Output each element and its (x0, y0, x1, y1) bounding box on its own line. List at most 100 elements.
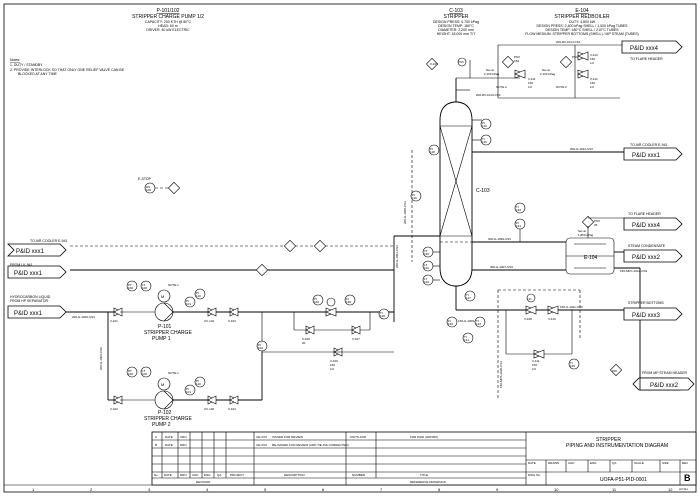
svg-text:PSV: PSV (514, 55, 520, 59)
svg-text:V-106: V-106 (302, 337, 310, 341)
svg-text:SIZE: SIZE (662, 461, 669, 465)
svg-text:REVISION: REVISION (196, 480, 210, 484)
offpage-xxx2-bottom[interactable] (639, 377, 695, 391)
svg-text:100: 100 (128, 286, 133, 290)
left-overhead-line: TO AIR COOLER E-941 P&ID xxx1 (7, 239, 394, 257)
svg-text:REFERENCE DRAWINGS: REFERENCE DRAWINGS (410, 480, 446, 484)
svg-text:RE-ISSUED FOR REVIEW (ADD TIE-: RE-ISSUED FOR REVIEW (ADD TIE-INS CORREC… (272, 443, 349, 447)
svg-text:PSV: PSV (594, 219, 600, 223)
svg-text:110: 110 (482, 124, 487, 128)
svg-text:Set at: Set at (578, 229, 586, 233)
svg-text:NOTE 1: NOTE 1 (168, 283, 179, 287)
svg-text:10: 10 (554, 487, 559, 492)
svg-text:FLOW MEDIUM: STRIPPER BOTTOMS: FLOW MEDIUM: STRIPPER BOTTOMS (SHELL) / … (525, 32, 638, 36)
svg-text:100: 100 (146, 188, 151, 192)
svg-text:STRIPPER CHARGE PUMP 1/2: STRIPPER CHARGE PUMP 1/2 (132, 14, 204, 20)
column-instruments-left: PI 116 200-G-1008-CS3 PI 118 TT 119 LT 1… (403, 144, 440, 286)
svg-text:PI: PI (258, 343, 261, 347)
svg-text:150-G-1009-CS0: 150-G-1009-CS0 (458, 319, 481, 323)
svg-text:Notes:: Notes: (10, 58, 20, 62)
svg-text:V-112: V-112 (590, 77, 598, 81)
svg-text:V-111: V-111 (528, 77, 536, 81)
svg-text:PROJECT: PROJECT (230, 473, 244, 477)
svg-text:5: 5 (264, 487, 267, 492)
svg-text:117: 117 (466, 296, 471, 300)
stripper-title: C-103 STRIPPER DESIGN PRESS: 0.700 kPag … (433, 8, 479, 36)
svg-text:P-102: P-102 (158, 410, 172, 416)
svg-text:PI: PI (482, 121, 485, 125)
column-instruments-top: PI 110 TI 115 (472, 118, 492, 146)
svg-text:FI: FI (448, 319, 451, 323)
svg-text:TT: TT (424, 249, 428, 253)
svg-text:LO: LO (330, 367, 335, 371)
svg-text:P&ID xxx2: P&ID xxx2 (650, 383, 679, 389)
pump-p101: M P-101 STRIPPER CHARGE PUMP 1 VC-101 V-… (120, 280, 394, 342)
svg-text:DESIGN PRESS: 2,400 kPag SHELL: DESIGN PRESS: 2,400 kPag SHELL / 1,000 k… (536, 24, 628, 28)
svg-text:P&ID xxx1: P&ID xxx1 (14, 271, 43, 277)
offpage-xxx3-right[interactable]: P&ID xxx3 (623, 307, 683, 321)
svg-text:130: 130 (380, 314, 385, 318)
feed-to-column: 200-G-1001-CS3 (393, 235, 440, 322)
svg-text:100: 100 (128, 372, 133, 376)
offpage-xxx2-right[interactable]: P&ID xxx2 (623, 249, 683, 263)
overhead-piping: 200-RV-1014-CS1 200-RV-1013-CS3 PSV 150 … (425, 40, 622, 99)
pump-title: P-101/102 STRIPPER CHARGE PUMP 1/2 CAPAC… (132, 8, 204, 32)
svg-text:TI: TI (516, 205, 519, 209)
svg-text:TI: TI (466, 293, 469, 297)
svg-text:P-101: P-101 (158, 324, 172, 330)
svg-text:PSV: PSV (458, 60, 464, 64)
svg-text:V-108: V-108 (524, 317, 532, 321)
svg-text:DWG No.: DWG No. (528, 473, 541, 477)
svg-text:LO: LO (590, 85, 595, 89)
svg-text:2. PROVIDE INTERLOCK SO THAT O: 2. PROVIDE INTERLOCK SO THAT ONLY ONE RE… (10, 68, 125, 72)
svg-text:DUTY: 4,800 kW: DUTY: 4,800 kW (569, 20, 596, 24)
svg-text:2: 2 (90, 487, 93, 492)
svg-text:CHK: CHK (568, 461, 574, 465)
svg-text:V-101: V-101 (110, 319, 118, 323)
svg-text:130: 130 (516, 208, 521, 212)
svg-text:V-107: V-107 (352, 337, 360, 341)
svg-text:TI: TI (482, 137, 485, 141)
svg-text:2,100 kPag: 2,100 kPag (484, 72, 500, 76)
svg-text:E-104: E-104 (584, 255, 598, 261)
svg-text:LT: LT (424, 263, 427, 267)
svg-text:TI: TI (464, 335, 467, 339)
svg-text:HS: HS (146, 185, 150, 189)
offpage-xxx1-right[interactable] (623, 147, 683, 161)
svg-text:200-G-1001-CS3: 200-G-1001-CS3 (395, 245, 399, 268)
svg-text:P&ID xxx1: P&ID xxx1 (632, 153, 661, 159)
svg-text:DESCRIPTION: DESCRIPTION (284, 473, 305, 477)
reboiler-piping: 300-G-1099-CS3 300-G-1007-CS3 TI 130 PI … (472, 202, 624, 271)
svg-text:200-G-1002-CS3: 200-G-1002-CS3 (72, 315, 95, 319)
svg-text:121: 121 (464, 338, 469, 342)
svg-text:PI: PI (314, 297, 317, 301)
svg-text:100: 100 (142, 372, 147, 376)
stream-stripper-bottoms: STRIPPER BOTTOMS (628, 301, 664, 305)
svg-text:C-103: C-103 (476, 188, 490, 194)
offpage-xxx4-mid[interactable]: P&ID xxx4 (623, 217, 683, 231)
offpage-xxx1-left-b[interactable] (7, 265, 67, 279)
svg-text:M: M (161, 294, 164, 299)
svg-text:LO: LO (528, 85, 533, 89)
svg-text:HEIGHT: 18,000 mm T/T: HEIGHT: 18,000 mm T/T (437, 32, 476, 36)
svg-text:7: 7 (380, 487, 383, 492)
svg-text:FOR P&ID (200/300): FOR P&ID (200/300) (410, 435, 438, 439)
svg-text:CAPACITY: 200 KTH @ 80°C: CAPACITY: 200 KTH @ 80°C (145, 20, 192, 24)
reboiler-title: E-104 STRIPPER REDBOILER DUTY: 4,800 kW … (525, 8, 638, 36)
column-c103: C-103 (439, 90, 490, 296)
offpage-xxx1-left-a[interactable] (7, 243, 67, 257)
svg-text:A3 SH.: A3 SH. (679, 487, 689, 491)
svg-text:TITLE: TITLE (420, 473, 428, 477)
svg-text:ENG: ENG (204, 473, 211, 477)
svg-text:PDI: PDI (612, 369, 617, 373)
border-column-numbers: 1 2 3 4 5 6 7 8 9 10 11 12 A3 SH. (4, 484, 696, 492)
svg-text:HEAD: 60 m: HEAD: 60 m (158, 24, 178, 28)
offpage-xxx4-top[interactable]: P&ID xxx4 (621, 40, 683, 54)
svg-text:20: 20 (302, 341, 306, 345)
stream-flare-mid: TO FLARE HEADER (628, 212, 661, 216)
svg-text:P&ID xxx4: P&ID xxx4 (632, 223, 661, 229)
offpage-hc-inlet[interactable] (7, 305, 67, 319)
feed-control-valves: V-106 20 V-107 PI 102 FI 130 TI 130 V-10… (256, 294, 394, 371)
svg-text:STRIPPER CHARGE: STRIPPER CHARGE (144, 416, 192, 422)
svg-text:4: 4 (206, 487, 209, 492)
